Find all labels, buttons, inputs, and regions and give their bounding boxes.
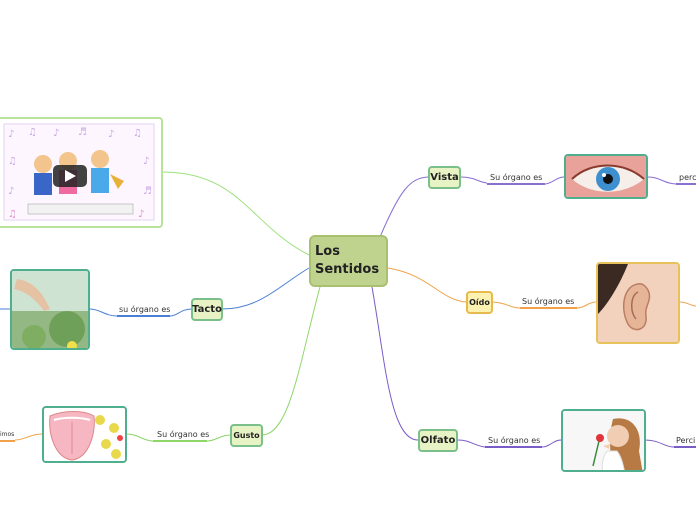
eye-image[interactable]: [564, 154, 648, 199]
label-olfato-organ: Su órgano es: [488, 436, 541, 445]
link-center-tacto: [221, 267, 310, 310]
video-thumbnail-image[interactable]: ♪ ♫ ♪ ♬ ♪ ♫ ♫ ♪ ♪ ♬ ♫ ♪: [0, 117, 163, 228]
svg-text:♪: ♪: [143, 156, 149, 167]
svg-text:♫: ♫: [28, 127, 37, 138]
label-oido-organ: Su órgano es: [522, 297, 575, 306]
label-gusto-trailing: imos: [0, 431, 15, 438]
label-vista-organ: Su órgano es: [490, 173, 543, 182]
link-center-oido: [387, 267, 467, 303]
svg-text:♪: ♪: [108, 129, 114, 140]
label-tacto-organ: su órgano es: [119, 305, 171, 314]
svg-text:♪: ♪: [53, 128, 59, 139]
svg-text:♫: ♫: [133, 128, 142, 139]
label-vista-trailing: perc: [679, 173, 696, 182]
link-center-vista: [379, 176, 429, 238]
link-center-olfato: [371, 286, 419, 441]
link-center-video: [161, 171, 310, 256]
topic-tacto[interactable]: Tacto: [191, 298, 223, 321]
svg-text:♬: ♬: [143, 186, 152, 197]
svg-text:♬: ♬: [78, 127, 87, 138]
svg-text:♪: ♪: [138, 209, 144, 220]
hand-touching-cactus-image[interactable]: [10, 269, 90, 350]
svg-text:♫: ♫: [8, 156, 17, 167]
topic-gusto[interactable]: Gusto: [230, 424, 263, 447]
topic-olfato[interactable]: Olfato: [418, 429, 458, 452]
svg-text:♪: ♪: [8, 129, 14, 140]
central-topic[interactable]: Los Sentidos: [309, 235, 388, 287]
label-gusto-organ: Su órgano es: [157, 430, 210, 439]
tongue-taste-map-image[interactable]: [42, 406, 127, 463]
topic-oido[interactable]: Oído: [466, 291, 493, 314]
link-center-gusto: [261, 286, 321, 436]
topic-vista[interactable]: Vista: [428, 166, 461, 189]
svg-text:♫: ♫: [8, 209, 17, 220]
ear-image[interactable]: [596, 262, 680, 344]
woman-smelling-flower-image[interactable]: [561, 409, 646, 472]
label-olfato-trailing: Perci: [676, 436, 696, 445]
svg-text:♪: ♪: [8, 186, 14, 197]
